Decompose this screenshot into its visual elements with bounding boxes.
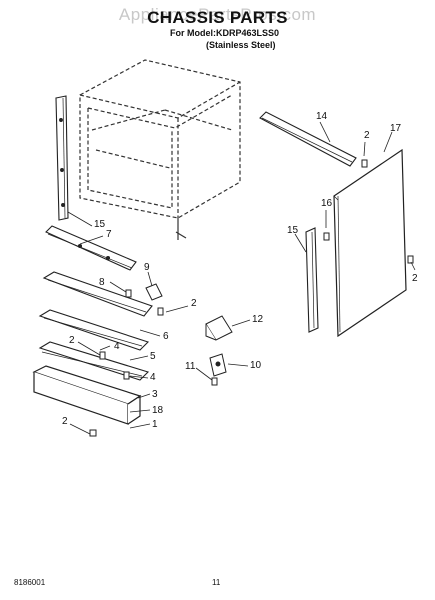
side-panel [333,148,407,338]
trim-strip [38,309,150,351]
callout-2: 2 [191,298,197,309]
left-side-rail [55,95,69,221]
callout-15: 15 [287,225,299,236]
callout-11: 11 [185,361,196,372]
callout-12: 12 [252,314,264,325]
callout-17: 17 [390,123,402,134]
leader-lines [67,121,416,435]
callout-3: 3 [152,389,158,400]
callout-7: 7 [106,229,112,240]
model-line: For Model:KDRP463LSS0 [170,28,280,38]
callout-18: 18 [152,405,164,416]
callout-1: 1 [152,419,158,430]
callout-10: 10 [250,360,262,371]
finish-line: (Stainless Steel) [206,40,276,50]
callout-6: 6 [163,331,169,342]
right-side-strip [305,227,319,333]
mounting-bracket [45,225,137,271]
callout-2: 2 [364,130,370,141]
callout-labels: 14 2 17 16 15 2 15 7 9 8 2 12 6 2 4 5 4 … [62,111,418,430]
bracket-9 [145,283,163,301]
upper-brace [259,111,357,167]
watermark: AppliancePartsPros.com [118,5,317,24]
callout-16: 16 [321,198,333,209]
page-number: 11 [212,578,221,587]
bracket-12 [205,315,233,341]
callout-2: 2 [62,416,68,427]
callout-8: 8 [99,277,105,288]
callout-2: 2 [412,273,418,284]
callout-4: 4 [114,341,120,352]
page-title: CHASSIS PARTS [147,8,288,27]
grille-plate [42,271,153,317]
callout-2: 2 [69,335,75,346]
callout-14: 14 [316,111,328,122]
callout-5: 5 [150,351,156,362]
screws [89,159,414,437]
callout-15: 15 [94,219,106,230]
hinge-10 [209,353,227,377]
callout-9: 9 [144,262,150,273]
kickplate [32,365,142,425]
chassis-outline [79,59,241,219]
callout-4: 4 [150,372,156,383]
document-number: 8186001 [14,578,46,587]
